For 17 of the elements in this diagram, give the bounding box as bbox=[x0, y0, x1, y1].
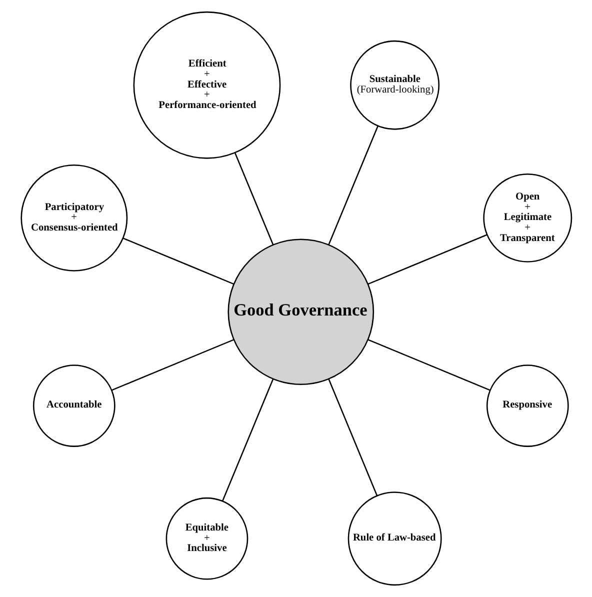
node-circle: Good Governance bbox=[227, 238, 374, 386]
connector bbox=[234, 152, 274, 245]
connector bbox=[367, 234, 487, 285]
node-circle: Participatory + Consensus-oriented bbox=[20, 164, 128, 272]
node-circle: Accountable bbox=[32, 364, 115, 447]
node-circle: Efficient + Effective + Performance-oriented bbox=[132, 11, 280, 159]
connector bbox=[122, 238, 234, 285]
connector bbox=[367, 339, 490, 391]
node-circle: Open + Legitimate + Transparent bbox=[482, 173, 572, 262]
node-circle: Responsive bbox=[486, 364, 568, 447]
node-circle: Sustainable (Forward-looking) bbox=[350, 40, 440, 130]
node-circle: Equitable + Inclusive bbox=[165, 497, 248, 580]
connector bbox=[111, 339, 234, 391]
connector bbox=[221, 378, 274, 502]
connector bbox=[328, 126, 378, 245]
connector bbox=[328, 378, 378, 496]
node-circle: Rule of Law-based bbox=[347, 492, 442, 586]
